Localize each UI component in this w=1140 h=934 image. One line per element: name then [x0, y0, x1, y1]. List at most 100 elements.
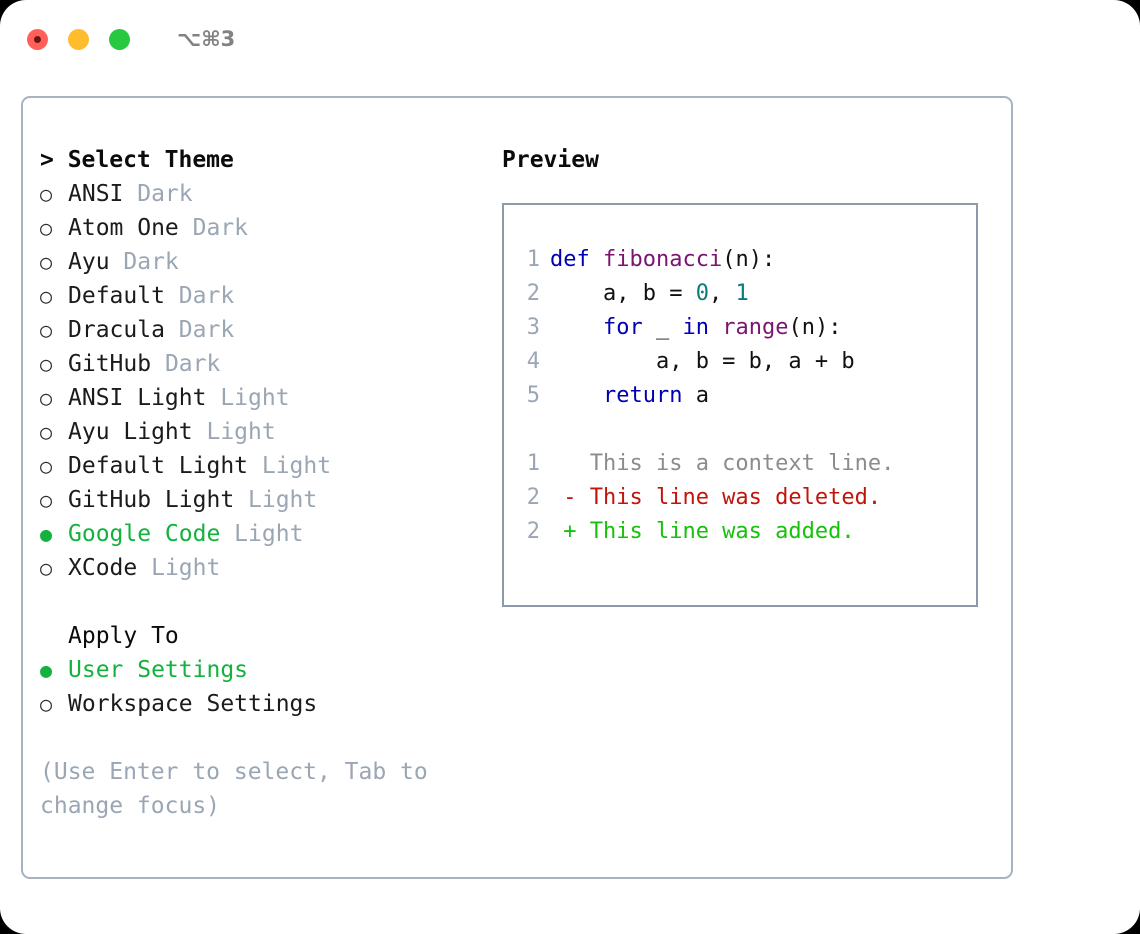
theme-option-google-code[interactable]: ●Google Code Light: [40, 517, 470, 551]
code-diff-spacer: [504, 413, 976, 447]
radio-unselected-icon: ○: [40, 556, 53, 580]
theme-list: ○ANSI Dark○Atom One Dark○Ayu Dark○Defaul…: [40, 177, 470, 585]
token-txt: a, b = b, a + b: [550, 349, 855, 374]
theme-option-tag: Dark: [178, 215, 249, 241]
theme-option-name: GitHub: [68, 351, 152, 377]
radio-unselected-icon: ○: [40, 284, 53, 308]
apply-to-list: ● User Settings ○ Workspace Settings: [40, 653, 470, 721]
diff-content: - This line was deleted.: [550, 481, 881, 515]
theme-option-tag: Dark: [109, 249, 179, 275]
theme-option-default[interactable]: ○ Default Dark: [40, 279, 470, 313]
code-content: a, b = b, a + b: [550, 345, 855, 379]
keyboard-shortcut-label: ⌥⌘3: [177, 27, 236, 51]
radio-selected-icon: ●: [40, 658, 53, 682]
theme-option-name: ANSI: [68, 181, 124, 207]
token-txt: a: [682, 383, 709, 408]
line-number: 2: [526, 519, 540, 544]
preview-heading: Preview: [502, 147, 599, 173]
theme-option-atom-one[interactable]: ○ Atom One Dark: [40, 211, 470, 245]
radio-unselected-icon: ○: [40, 216, 53, 240]
theme-option-name: Ayu: [68, 249, 110, 275]
radio-unselected-icon: ○: [40, 352, 53, 376]
radio-unselected-icon: ○: [40, 250, 53, 274]
token-txt: [550, 315, 603, 340]
radio-unselected-icon: ○: [40, 692, 53, 716]
theme-option-name: GitHub Light: [68, 487, 235, 513]
theme-option-name: Default: [68, 283, 165, 309]
theme-option-name: Dracula: [68, 317, 165, 343]
code-line: 3 for _ in range(n):: [504, 311, 976, 345]
theme-option-tag: Dark: [151, 351, 221, 377]
line-number: 2: [526, 281, 540, 306]
radio-unselected-icon: ○: [40, 488, 53, 512]
token-txt: [550, 383, 603, 408]
token-ctx: This is a context line.: [550, 451, 895, 476]
theme-picker-panel: > Select Theme ○ANSI Dark○Atom One Dark○…: [40, 143, 470, 823]
select-theme-heading: > Select Theme: [40, 147, 234, 173]
token-kw: def: [550, 247, 603, 272]
theme-option-name: Google Code: [68, 521, 221, 547]
token-kw: return: [602, 383, 683, 408]
minimize-window-button[interactable]: [68, 28, 89, 50]
theme-option-tag: Light: [234, 487, 318, 513]
theme-option-github[interactable]: ○ GitHub Dark: [40, 347, 470, 381]
theme-option-tag: Light: [192, 419, 276, 445]
maximize-window-button[interactable]: [109, 28, 130, 50]
theme-option-name: Ayu Light: [68, 419, 193, 445]
theme-option-tag: Light: [248, 453, 332, 479]
token-fn: fibonacci: [602, 247, 723, 272]
radio-unselected-icon: ○: [40, 454, 53, 478]
theme-option-ayu-light[interactable]: ○ Ayu Light Light: [40, 415, 470, 449]
token-txt: [709, 315, 722, 340]
diff-line: 2 + This line was added.: [504, 515, 976, 549]
radio-unselected-icon: ○: [40, 318, 53, 342]
apply-to-option-name: Workspace Settings: [68, 691, 318, 717]
theme-option-ansi-light[interactable]: ○ANSI Light Light: [40, 381, 470, 415]
token-fn: range: [722, 315, 789, 340]
theme-option-tag: Light: [206, 385, 290, 411]
close-window-button[interactable]: [27, 28, 48, 50]
diff-content: + This line was added.: [550, 515, 855, 549]
radio-unselected-icon: ○: [40, 420, 53, 444]
theme-option-name: Default Light: [68, 453, 249, 479]
theme-option-tag: Dark: [164, 317, 235, 343]
apply-to-option-user-settings[interactable]: ● User Settings: [40, 653, 470, 687]
token-num: 1: [735, 281, 749, 306]
code-line: 2 a, b = 0, 1: [504, 277, 976, 311]
code-line: 4 a, b = b, a + b: [504, 345, 976, 379]
radio-selected-icon: ●: [40, 522, 53, 546]
radio-unselected-icon: ○: [40, 386, 53, 410]
theme-option-default-light[interactable]: ○ Default Light Light: [40, 449, 470, 483]
theme-option-github-light[interactable]: ○ GitHub Light Light: [40, 483, 470, 517]
theme-option-tag: Dark: [123, 181, 193, 207]
theme-option-dracula[interactable]: ○ Dracula Dark: [40, 313, 470, 347]
theme-option-ayu[interactable]: ○ Ayu Dark: [40, 245, 470, 279]
theme-option-tag: Light: [137, 555, 221, 581]
line-number: 4: [526, 349, 540, 374]
line-number: 1: [526, 451, 540, 476]
line-number: 1: [526, 247, 540, 272]
token-del: - This line was deleted.: [550, 485, 882, 510]
token-txt: ,: [708, 281, 736, 306]
line-number: 2: [526, 485, 540, 510]
line-number: 3: [526, 315, 540, 340]
token-add: + This line was added.: [550, 519, 855, 544]
token-kw: in: [682, 315, 709, 340]
code-content: return a: [550, 379, 709, 413]
content-frame: > Select Theme ○ANSI Dark○Atom One Dark○…: [21, 96, 1013, 879]
code-line: 5 return a: [504, 379, 976, 413]
token-txt: (n):: [788, 315, 842, 340]
line-number: 5: [526, 383, 540, 408]
theme-option-ansi[interactable]: ○ANSI Dark: [40, 177, 470, 211]
theme-option-name: Atom One: [68, 215, 179, 241]
apply-to-option-workspace-settings[interactable]: ○ Workspace Settings: [40, 687, 470, 721]
theme-option-xcode[interactable]: ○XCode Light: [40, 551, 470, 585]
apply-to-option-name: User Settings: [68, 657, 249, 683]
diff-line: 1 This is a context line.: [504, 447, 976, 481]
diff-line: 2 - This line was deleted.: [504, 481, 976, 515]
theme-option-tag: Dark: [164, 283, 235, 309]
